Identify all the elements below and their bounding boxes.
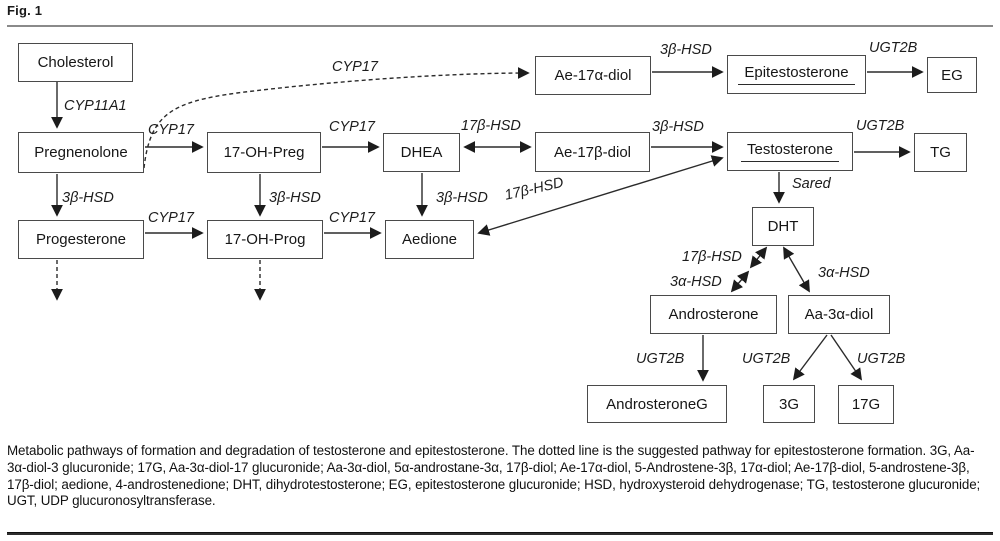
node-tg: TG	[914, 133, 967, 172]
enzyme-label-ugt2b-17g: UGT2B	[857, 351, 906, 367]
enzyme-label-ugt2b-androsterone: UGT2B	[636, 351, 685, 367]
enzyme-label-3bhsd-ae17b-testo: 3β-HSD	[652, 119, 704, 135]
enzyme-label-ugt2b-3g: UGT2B	[742, 351, 791, 367]
arrow-aa3adiol-17g	[830, 334, 863, 381]
enzyme-label-ugt2b-testo-tg: UGT2B	[856, 118, 905, 134]
node-cholesterol: Cholesterol	[18, 43, 133, 82]
enzyme-label-cyp11a1: CYP11A1	[64, 98, 127, 114]
node-testosterone: Testosterone	[727, 132, 853, 171]
node-aedione-label: Aedione	[401, 231, 458, 248]
node-androsterone-g: AndrosteroneG	[587, 385, 727, 423]
figure-label: Fig. 1	[7, 3, 43, 18]
enzyme-label-17bhsd-dhea-ae17b: 17β-HSD	[461, 118, 521, 134]
node-progesterone: Progesterone	[18, 220, 144, 259]
node-aa3a-diol: Aa-3α-diol	[788, 295, 890, 334]
node-pregnenolone-label: Pregnenolone	[34, 144, 128, 161]
pathway-arrows	[51, 66, 924, 382]
enzyme-label-sared: Sared	[792, 176, 831, 192]
node-17-oh-preg: 17-OH-Preg	[207, 132, 321, 173]
enzyme-label-3bhsd-dhea-aedione: 3β-HSD	[436, 190, 488, 206]
enzyme-label-3bhsd-ae17a-epi: 3β-HSD	[660, 42, 712, 58]
node-dhea: DHEA	[383, 133, 460, 172]
enzyme-label-3ahsd-dht-right: 3α-HSD	[818, 265, 870, 281]
node-17g: 17G	[838, 385, 894, 424]
node-17-oh-prog-label: 17-OH-Prog	[224, 231, 306, 248]
node-ae17b-diol: Ae-17β-diol	[535, 132, 650, 172]
node-progesterone-label: Progesterone	[35, 231, 127, 248]
arrow-dht-mid-both	[749, 246, 768, 269]
node-cholesterol-label: Cholesterol	[37, 54, 114, 71]
node-epitestosterone-label: Epitestosterone	[738, 64, 855, 85]
arrow-dashed-pregnenolone-ae17a-diol	[143, 67, 530, 169]
enzyme-label-3bhsd-ohpreg-ohprog: 3β-HSD	[269, 190, 321, 206]
node-testosterone-label: Testosterone	[741, 141, 839, 162]
node-eg-label: EG	[941, 66, 963, 84]
node-aedione: Aedione	[385, 220, 474, 259]
figure-caption: Metabolic pathways of formation and degr…	[7, 443, 981, 509]
top-rule	[7, 25, 993, 27]
enzyme-label-cyp17-prog: CYP17	[148, 210, 194, 226]
enzyme-label-cyp17-preg: CYP17	[148, 122, 194, 138]
node-3g-label: 3G	[778, 395, 799, 413]
arrow-aedione-testosterone-both	[477, 155, 724, 236]
node-dht: DHT	[752, 207, 814, 246]
enzyme-label-3ahsd-dht-left: 3α-HSD	[670, 274, 722, 290]
arrow-dht-aa3adiol-both	[783, 246, 810, 293]
enzyme-label-ugt2b-epi-eg: UGT2B	[869, 40, 918, 56]
node-ae17b-diol-label: Ae-17β-diol	[554, 143, 631, 161]
node-ae17a-diol-label: Ae-17α-diol	[554, 67, 632, 84]
enzyme-label-cyp17-dashed: CYP17	[332, 59, 378, 75]
node-ae17a-diol: Ae-17α-diol	[535, 56, 651, 95]
node-aa3a-diol-label: Aa-3α-diol	[804, 306, 874, 323]
node-17-oh-preg-label: 17-OH-Preg	[223, 144, 305, 161]
arrow-mid-androsterone-both	[730, 270, 750, 293]
node-dht-label: DHT	[767, 218, 799, 235]
bottom-rule	[7, 532, 993, 535]
node-pregnenolone: Pregnenolone	[18, 132, 144, 173]
enzyme-label-17bhsd-dht: 17β-HSD	[682, 249, 742, 265]
node-3g: 3G	[763, 385, 815, 423]
node-androsterone-label: Androsterone	[668, 306, 759, 323]
arrow-aa3adiol-3g	[792, 334, 828, 381]
node-eg: EG	[927, 57, 977, 93]
node-epitestosterone: Epitestosterone	[727, 55, 866, 94]
enzyme-label-cyp17-ohprog: CYP17	[329, 210, 375, 226]
node-tg-label: TG	[930, 144, 951, 161]
node-17-oh-prog: 17-OH-Prog	[207, 220, 323, 259]
enzyme-label-cyp17-ohpreg: CYP17	[329, 119, 375, 135]
node-androsterone-g-label: AndrosteroneG	[606, 395, 708, 413]
enzyme-label-3bhsd-preg-prog: 3β-HSD	[62, 190, 114, 206]
node-dhea-label: DHEA	[400, 144, 443, 161]
node-androsterone: Androsterone	[650, 295, 777, 334]
node-17g-label: 17G	[851, 396, 881, 413]
